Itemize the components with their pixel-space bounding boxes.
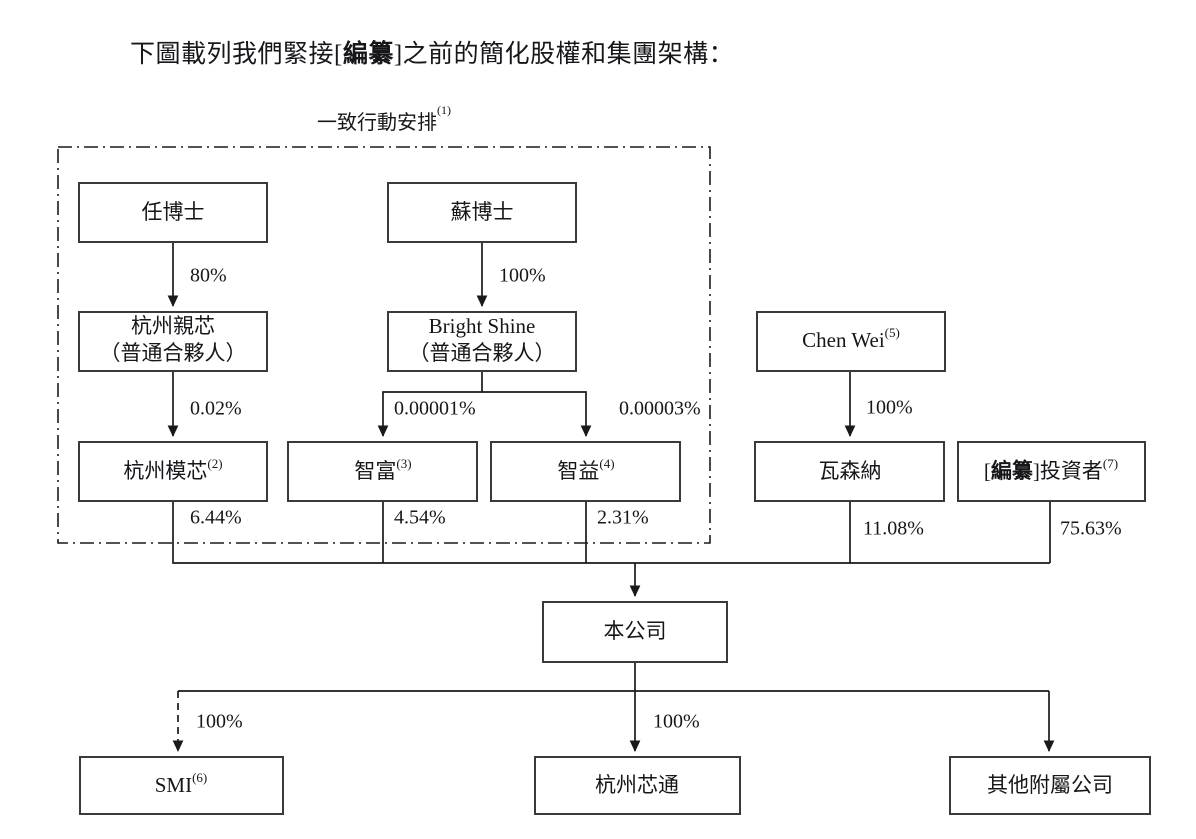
node-hangzhou-moxin-label: 杭州模芯(2) bbox=[123, 456, 222, 483]
node-bright-shine-label-line2: （普通合夥人） bbox=[409, 341, 556, 365]
node-smi-box[interactable] bbox=[79, 756, 284, 815]
node-company[interactable]: 本公司 bbox=[542, 601, 728, 663]
node-redaction-investors-label: [編纂]投資者(7) bbox=[984, 456, 1118, 483]
acting-in-concert-caption-footnote: (1) bbox=[437, 103, 451, 117]
node-redaction-investors-suffix: ]投資者 bbox=[1033, 459, 1103, 483]
node-hangzhou-qinxin-label-line1: 杭州親芯 bbox=[131, 314, 215, 338]
node-redaction-investors-redaction-token: 編纂 bbox=[991, 459, 1034, 483]
node-zhifu-label: 智富(3) bbox=[354, 456, 411, 483]
node-smi[interactable]: SMI(6) bbox=[79, 756, 284, 815]
node-ren-box[interactable] bbox=[78, 182, 268, 243]
pct-zhiyi-to-company: 2.31% bbox=[597, 507, 649, 529]
node-wassenaar[interactable]: 瓦森納 bbox=[754, 441, 945, 502]
pct-brightshine-to-zhiyi: 0.00003% bbox=[619, 398, 701, 420]
pct-investors-to-company: 75.63% bbox=[1060, 518, 1122, 540]
node-hangzhou-qinxin-label-line2: （普通合夥人） bbox=[100, 341, 247, 365]
node-zhifu-box[interactable] bbox=[287, 441, 478, 502]
node-hangzhou-xintong-label: 杭州芯通 bbox=[595, 773, 679, 797]
pct-company-to-smi: 100% bbox=[196, 711, 243, 733]
node-ren[interactable]: 任博士 bbox=[78, 182, 268, 243]
node-other-subsidiaries-box[interactable] bbox=[949, 756, 1151, 815]
node-ren-label: 任博士 bbox=[142, 200, 205, 224]
node-bright-shine[interactable]: Bright Shine （普通合夥人） bbox=[387, 311, 577, 372]
node-zhiyi-box[interactable] bbox=[490, 441, 681, 502]
node-smi-label: SMI(6) bbox=[155, 770, 208, 797]
node-bright-shine-label-line1: Bright Shine bbox=[429, 314, 536, 338]
node-chen-wei-label-text: Chen Wei bbox=[802, 328, 885, 352]
edge-brightshine-to-zhifu bbox=[377, 371, 483, 437]
node-redaction-investors-bracket-open: [ bbox=[984, 459, 991, 483]
node-hangzhou-moxin-footnote: (2) bbox=[207, 456, 222, 471]
node-hangzhou-moxin-label-text: 杭州模芯 bbox=[123, 459, 207, 483]
node-zhiyi[interactable]: 智益(4) bbox=[490, 441, 681, 502]
node-smi-footnote: (6) bbox=[192, 770, 207, 785]
pct-company-to-xintong: 100% bbox=[653, 711, 700, 733]
node-zhifu-footnote: (3) bbox=[396, 456, 411, 471]
node-company-box[interactable] bbox=[542, 601, 728, 663]
pct-chenwei-to-wassenaar: 100% bbox=[866, 397, 913, 419]
pct-wassenaar-to-company: 11.08% bbox=[863, 518, 924, 540]
node-smi-label-text: SMI bbox=[155, 773, 192, 797]
node-other-subsidiaries[interactable]: 其他附屬公司 bbox=[949, 756, 1151, 815]
page-title-part-3: ]之前的簡化股權和集團架構： bbox=[393, 41, 735, 68]
node-zhiyi-footnote: (4) bbox=[599, 456, 614, 471]
pct-zhifu-to-company: 4.54% bbox=[394, 507, 446, 529]
acting-in-concert-caption: 一致行動安排(1) bbox=[317, 103, 451, 134]
edge-moxin-to-bus bbox=[172, 501, 1050, 564]
acting-in-concert-caption-text: 一致行動安排 bbox=[317, 111, 437, 134]
page-title: 下圖載列我們緊接[編纂]之前的簡化股權和集團架構： bbox=[130, 34, 734, 70]
node-zhifu[interactable]: 智富(3) bbox=[287, 441, 478, 502]
node-wassenaar-box[interactable] bbox=[754, 441, 945, 502]
node-hangzhou-xintong[interactable]: 杭州芯通 bbox=[534, 756, 741, 815]
edge-brightshine-to-zhiyi bbox=[482, 391, 592, 437]
node-chen-wei[interactable]: Chen Wei(5) bbox=[756, 311, 946, 372]
node-redaction-investors[interactable]: [編纂]投資者(7) bbox=[957, 441, 1146, 502]
node-hangzhou-qinxin[interactable]: 杭州親芯 （普通合夥人） bbox=[78, 311, 268, 372]
node-su-label: 蘇博士 bbox=[451, 200, 514, 224]
page-title-part-1: 下圖載列我們緊接[ bbox=[130, 41, 343, 68]
node-chen-wei-footnote: (5) bbox=[885, 325, 900, 340]
node-bright-shine-box[interactable] bbox=[387, 311, 577, 372]
node-hangzhou-xintong-box[interactable] bbox=[534, 756, 741, 815]
node-su-box[interactable] bbox=[387, 182, 577, 243]
node-redaction-investors-footnote: (7) bbox=[1103, 456, 1118, 471]
pct-qinxin-to-moxin: 0.02% bbox=[190, 398, 242, 420]
node-hangzhou-moxin-box[interactable] bbox=[78, 441, 268, 502]
pct-ren-to-qinxin: 80% bbox=[190, 265, 227, 287]
acting-in-concert-frame bbox=[57, 146, 711, 544]
page-title-redaction-token: 編纂 bbox=[342, 41, 394, 68]
node-company-label: 本公司 bbox=[604, 619, 667, 643]
node-chen-wei-box[interactable] bbox=[756, 311, 946, 372]
pct-brightshine-to-zhifu: 0.00001% bbox=[394, 398, 476, 420]
node-chen-wei-label: Chen Wei(5) bbox=[802, 325, 900, 352]
node-other-subsidiaries-label: 其他附屬公司 bbox=[987, 773, 1113, 797]
pct-su-to-brightshine: 100% bbox=[499, 265, 546, 287]
node-su[interactable]: 蘇博士 bbox=[387, 182, 577, 243]
node-zhiyi-label-text: 智益 bbox=[557, 459, 599, 483]
node-wassenaar-label: 瓦森納 bbox=[819, 459, 882, 483]
node-zhiyi-label: 智益(4) bbox=[557, 456, 614, 483]
node-hangzhou-qinxin-box[interactable] bbox=[78, 311, 268, 372]
node-redaction-investors-box[interactable] bbox=[957, 441, 1146, 502]
node-hangzhou-moxin[interactable]: 杭州模芯(2) bbox=[78, 441, 268, 502]
pct-moxin-to-company: 6.44% bbox=[190, 507, 242, 529]
node-zhifu-label-text: 智富 bbox=[354, 459, 396, 483]
